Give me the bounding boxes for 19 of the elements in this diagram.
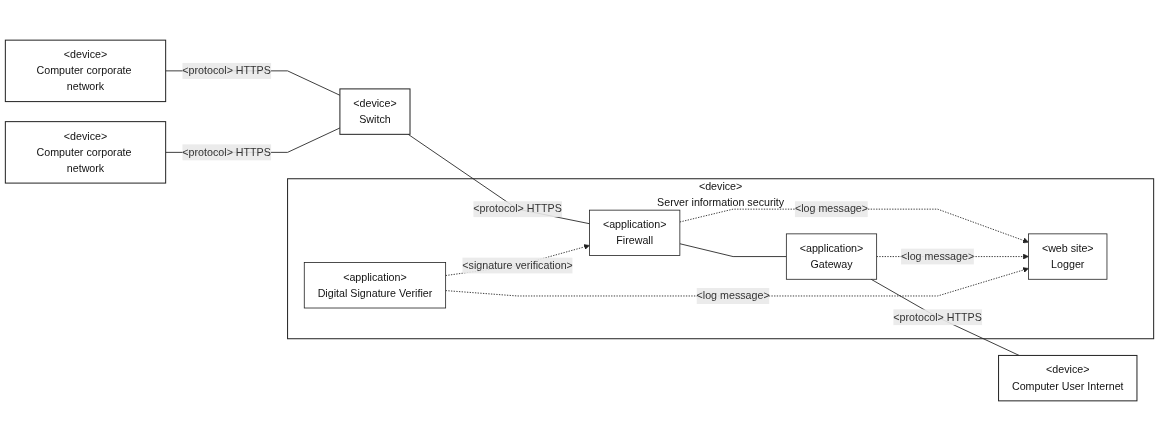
edge-label: <log message> [794,203,869,215]
connector [870,278,1020,356]
edge-label: <signature verification> [462,259,573,271]
node-box: <application> Firewall [589,209,681,256]
edge-label: <protocol> HTTPS [182,64,271,77]
connector [679,243,787,257]
node-box: <device> Computer User Internet [998,354,1138,402]
edge-label: <protocol> HTTPS [182,146,271,158]
edge-label: <protocol> HTTPS [473,203,562,215]
edge-label: <protocol> HTTPS [893,311,982,323]
connector [407,133,590,225]
edge-label: <log message> [901,250,975,262]
node-box: <application> Gateway [785,233,878,280]
node-box: <application> Digital Signature Verifier [303,262,447,309]
edge-label: <log message> [696,289,770,302]
node-box: <device> Computer corporate network [4,121,167,184]
node-box: <device> Switch [339,88,411,135]
node-box: <web site> Logger [1028,233,1108,280]
node-box: <device> Computer corporate network [4,39,167,103]
